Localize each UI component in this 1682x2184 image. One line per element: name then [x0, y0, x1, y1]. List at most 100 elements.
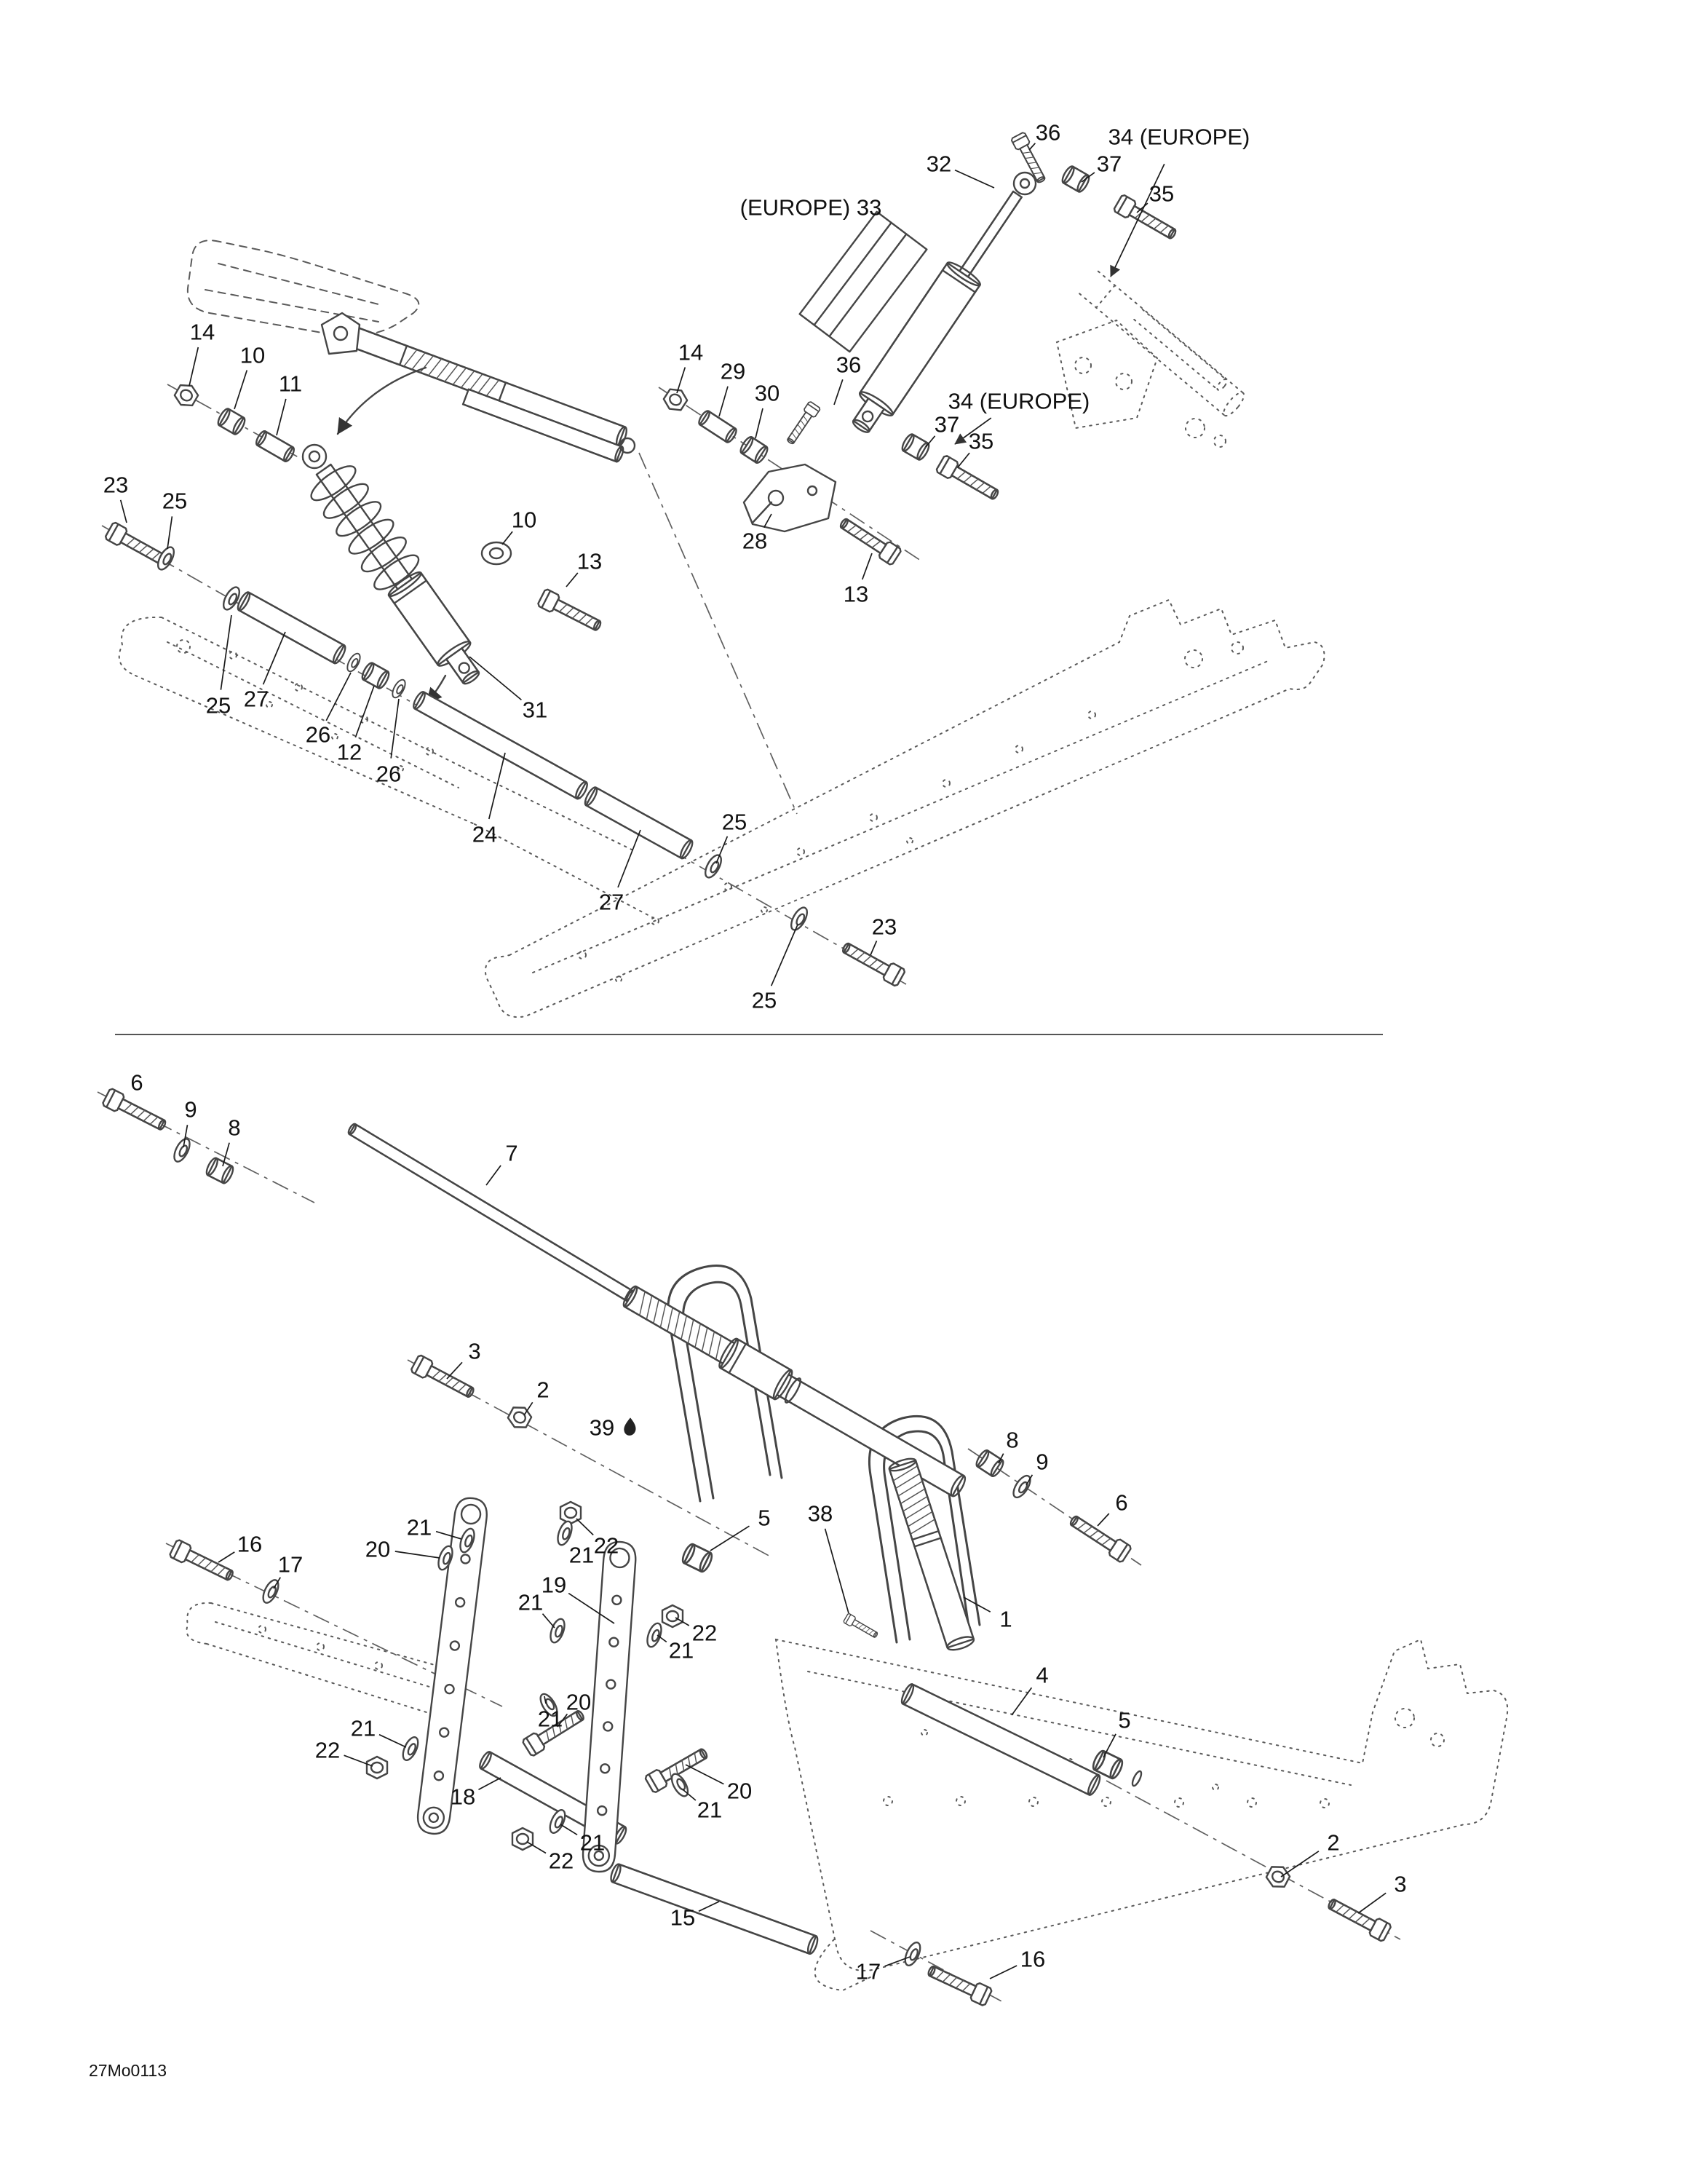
callout-label: 2 — [536, 1377, 549, 1403]
callout-label: 20 — [365, 1537, 390, 1562]
rear-axle-ghost — [1055, 270, 1245, 448]
callout-leader — [526, 1841, 547, 1854]
callout-label: 17 — [278, 1552, 303, 1578]
callout-label: 23 — [103, 472, 128, 498]
callout-label: 2 — [1327, 1830, 1339, 1856]
shock-absorber — [301, 443, 480, 685]
callout-label: 20 — [566, 1690, 591, 1715]
spacer-tube-24 — [413, 691, 588, 800]
callout-leader — [1081, 172, 1095, 183]
callout-label: 11 — [279, 371, 302, 397]
callout-label: 14 — [190, 320, 215, 345]
callout-label: 21 — [351, 1716, 376, 1741]
callout-leader — [617, 829, 641, 888]
u-hoop — [868, 1415, 981, 1644]
nut-22 — [365, 1755, 389, 1780]
callout-label: 34 (EUROPE) — [948, 389, 1090, 414]
rail-left-top — [118, 616, 656, 919]
callout-label: 36 — [836, 352, 861, 378]
callout-leader — [770, 924, 798, 986]
callout-leader — [501, 531, 513, 545]
callout-leader — [390, 698, 400, 759]
callout-leader — [1026, 1474, 1034, 1486]
washer-21 — [667, 1770, 692, 1800]
callout-leader — [824, 1528, 849, 1614]
cross-tube-15 — [610, 1863, 819, 1955]
bushing-12 — [359, 660, 392, 691]
callout-leader — [542, 1613, 555, 1629]
callout-leader — [560, 1824, 578, 1836]
callout-label: 8 — [1006, 1428, 1018, 1453]
rear-arm-shaft — [622, 1285, 967, 1497]
callout-label: 25 — [162, 488, 187, 514]
callout-leader — [167, 516, 173, 550]
callout-label: 22 — [549, 1848, 574, 1874]
callout-leader — [998, 1453, 1004, 1464]
nut-22 — [661, 1604, 684, 1629]
callout-label: 27 — [599, 890, 624, 915]
callout-leader — [884, 1956, 911, 1967]
ring-26 — [389, 677, 409, 700]
callout-label: 25 — [722, 810, 747, 835]
callout-leader — [870, 941, 878, 956]
callout-label: 13 — [577, 549, 602, 574]
callout-label: 35 — [1149, 181, 1174, 207]
callout-label: 26 — [376, 761, 401, 787]
spacer-11 — [253, 429, 297, 464]
coil-spring — [310, 465, 420, 590]
callout-label: 39 — [590, 1415, 614, 1441]
ring-26 — [344, 651, 364, 674]
callout-leader — [833, 379, 844, 405]
screw-36 — [783, 400, 822, 447]
callout-leader — [1103, 1733, 1116, 1758]
callout-label: 18 — [451, 1784, 475, 1810]
callout-label: 6 — [1115, 1490, 1127, 1516]
callout-label: 21 — [669, 1638, 694, 1663]
bolt-13 — [836, 513, 903, 567]
callout-leader — [273, 1577, 282, 1589]
washer-21 — [399, 1734, 422, 1763]
callout-label: 9 — [184, 1097, 197, 1123]
callout-label: 38 — [808, 1501, 833, 1527]
callout-leader — [485, 1165, 501, 1186]
callout-label: 21 — [697, 1797, 722, 1823]
callout-leader — [523, 1401, 533, 1416]
callout-leader — [954, 417, 992, 445]
callout-label: 8 — [228, 1115, 240, 1141]
callout-label: 31 — [523, 697, 547, 723]
callout-label: 10 — [512, 507, 536, 533]
callout-label: 3 — [1394, 1872, 1406, 1897]
callout-label: 14 — [678, 340, 703, 365]
callout-label: 21 — [407, 1515, 432, 1540]
bolt-16 — [924, 1961, 993, 2007]
washer-21 — [546, 1807, 569, 1836]
callout-leader — [189, 347, 199, 387]
callout-leader — [218, 1551, 235, 1563]
callout-label: 13 — [844, 582, 868, 607]
callout-leader — [220, 614, 232, 690]
callout-label: 24 — [472, 822, 497, 847]
callout-leader — [488, 752, 506, 820]
nut-14 — [659, 384, 691, 416]
callout-label: 29 — [721, 359, 745, 384]
bolt-3 — [1324, 1894, 1393, 1943]
bushing-5 — [679, 1541, 715, 1575]
callout-leader — [566, 572, 579, 587]
bolt-13 — [536, 587, 605, 636]
callout-label: 26 — [306, 722, 330, 748]
callout-label: 1 — [999, 1607, 1012, 1632]
bottom-section-parts — [100, 1087, 1393, 2007]
callout-leader — [344, 1754, 373, 1767]
callout-leader — [276, 398, 287, 436]
washer-9 — [170, 1136, 194, 1165]
callout-leader — [954, 169, 995, 189]
bushing-30 — [737, 434, 771, 466]
callout-label: 23 — [872, 914, 897, 940]
callout-label: 37 — [1097, 151, 1122, 177]
callout-leader — [557, 1713, 568, 1728]
callout-label: 17 — [856, 1959, 881, 1985]
shaft-7 — [347, 1123, 635, 1302]
callout-label: 22 — [692, 1621, 717, 1646]
callout-label: 9 — [1036, 1449, 1048, 1475]
